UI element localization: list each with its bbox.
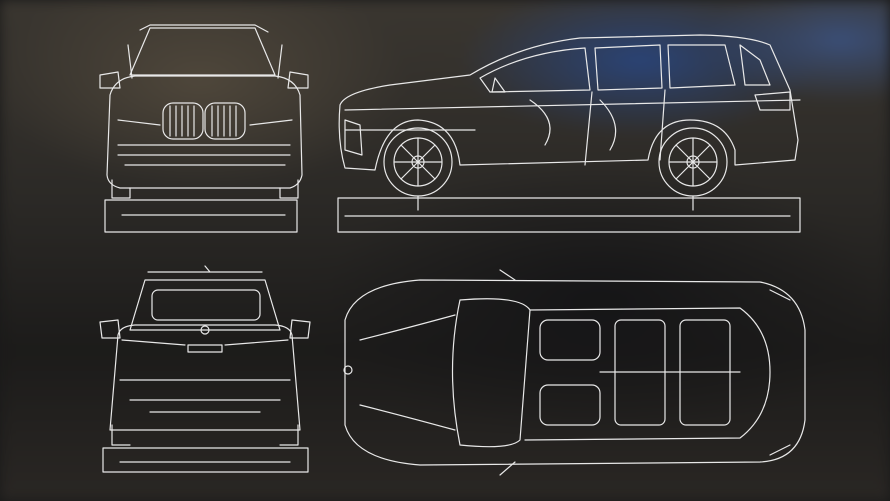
front-view <box>99 24 309 233</box>
top-view <box>343 269 806 476</box>
rear-view <box>99 265 311 473</box>
side-view <box>337 34 801 233</box>
